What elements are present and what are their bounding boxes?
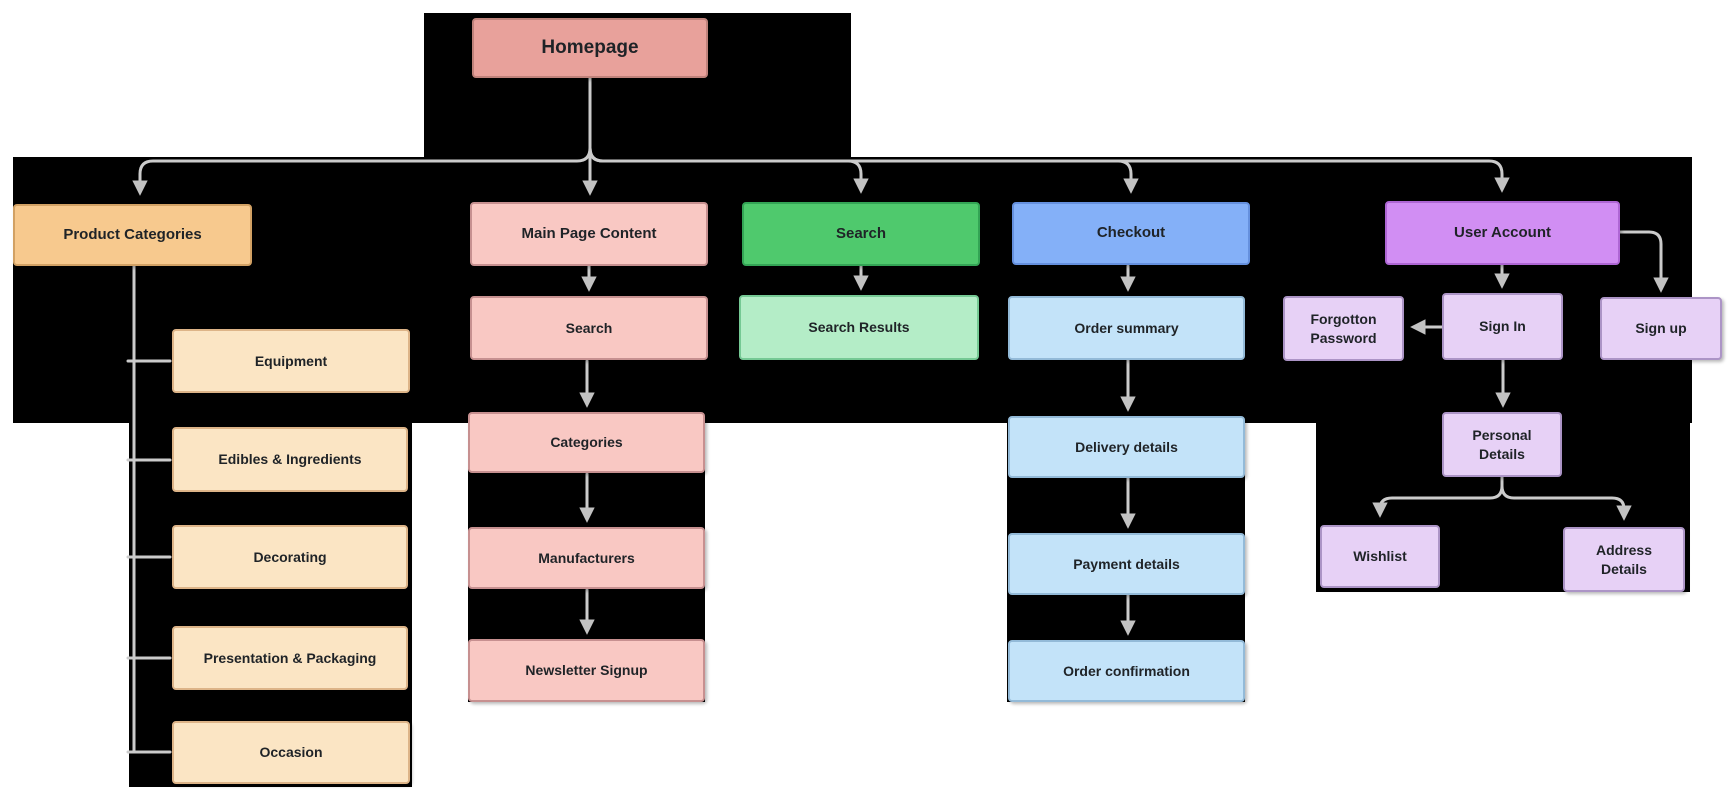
node-search-results-label: Search Results bbox=[808, 319, 910, 336]
node-edibles-ingredients-label: Edibles & Ingredients bbox=[218, 451, 362, 468]
node-order-summary-label: Order summary bbox=[1074, 319, 1179, 336]
node-sign-up: Sign up bbox=[1600, 297, 1722, 360]
node-payment-details: Payment details bbox=[1008, 533, 1245, 595]
node-main-page-content: Main Page Content bbox=[470, 202, 708, 266]
node-sign-in-label: Sign In bbox=[1479, 318, 1526, 335]
node-decorating: Decorating bbox=[172, 525, 408, 589]
node-newsletter-signup: Newsletter Signup bbox=[468, 639, 705, 702]
node-categories: Categories bbox=[468, 412, 705, 473]
node-search-section: Search bbox=[742, 202, 980, 266]
node-manufacturers-label: Manufacturers bbox=[538, 549, 635, 566]
node-occasion-label: Occasion bbox=[259, 744, 323, 761]
node-address-details: Address Details bbox=[1563, 527, 1685, 592]
node-presentation-packaging: Presentation & Packaging bbox=[172, 626, 408, 690]
node-occasion: Occasion bbox=[172, 721, 410, 784]
node-main-page-content-label: Main Page Content bbox=[521, 224, 657, 242]
node-categories-label: Categories bbox=[550, 434, 623, 451]
node-checkout-label: Checkout bbox=[1096, 224, 1166, 242]
node-manufacturers: Manufacturers bbox=[468, 527, 705, 589]
node-decorating-label: Decorating bbox=[253, 548, 327, 565]
node-newsletter-signup-label: Newsletter Signup bbox=[525, 662, 648, 679]
node-search-page-label: Search bbox=[565, 319, 613, 336]
node-search-results: Search Results bbox=[739, 295, 979, 360]
node-search-page: Search bbox=[470, 296, 708, 360]
node-sign-up-label: Sign up bbox=[1635, 320, 1687, 337]
node-forgotton-password: Forgotton Password bbox=[1283, 296, 1404, 361]
node-sign-in: Sign In bbox=[1442, 293, 1563, 360]
node-address-details-label: Address Details bbox=[1595, 541, 1653, 577]
node-equipment: Equipment bbox=[172, 329, 410, 393]
node-delivery-details-label: Delivery details bbox=[1075, 438, 1178, 455]
node-search-section-label: Search bbox=[835, 224, 887, 242]
node-delivery-details: Delivery details bbox=[1008, 416, 1245, 478]
node-equipment-label: Equipment bbox=[254, 352, 328, 369]
node-payment-details-label: Payment details bbox=[1073, 555, 1180, 572]
node-homepage-label: Homepage bbox=[541, 37, 639, 59]
node-product-categories-label: Product Categories bbox=[63, 225, 202, 243]
node-order-summary: Order summary bbox=[1008, 296, 1245, 360]
node-checkout: Checkout bbox=[1012, 202, 1250, 265]
node-user-account-label: User Account bbox=[1454, 223, 1551, 241]
node-homepage: Homepage bbox=[472, 18, 708, 78]
node-user-account: User Account bbox=[1385, 201, 1620, 265]
node-order-confirmation-label: Order confirmation bbox=[1063, 662, 1190, 679]
node-edibles-ingredients: Edibles & Ingredients bbox=[172, 427, 408, 492]
node-presentation-packaging-label: Presentation & Packaging bbox=[203, 649, 377, 666]
node-personal-details: Personal Details bbox=[1442, 412, 1562, 477]
node-forgotton-password-label: Forgotton Password bbox=[1310, 310, 1377, 346]
node-wishlist: Wishlist bbox=[1320, 525, 1440, 588]
node-order-confirmation: Order confirmation bbox=[1008, 640, 1245, 702]
node-product-categories: Product Categories bbox=[13, 204, 252, 266]
node-wishlist-label: Wishlist bbox=[1353, 548, 1407, 565]
node-personal-details-label: Personal Details bbox=[1472, 426, 1532, 462]
